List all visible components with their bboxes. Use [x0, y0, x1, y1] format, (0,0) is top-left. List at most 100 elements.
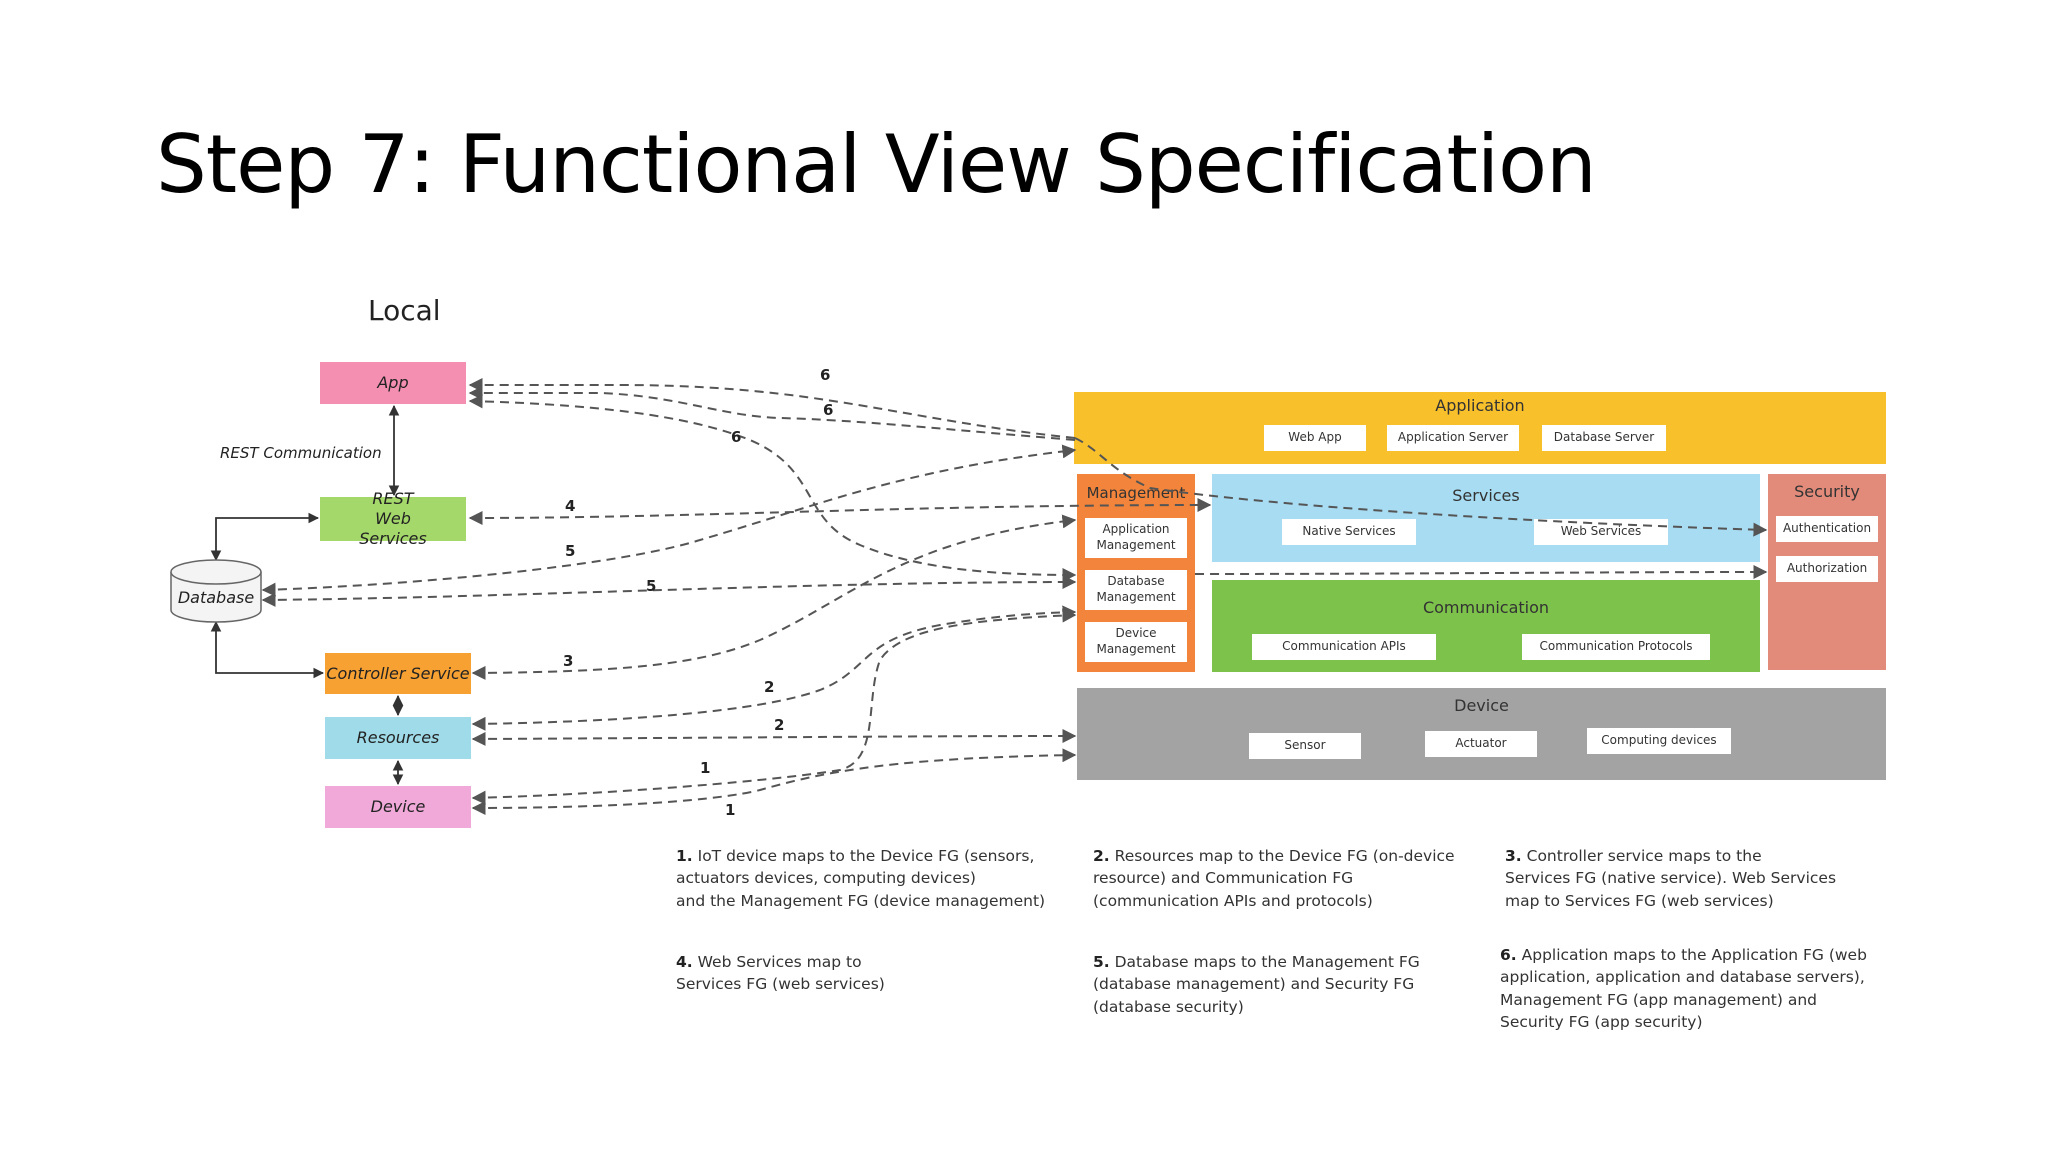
- database-management-label: Database Management: [1096, 574, 1176, 604]
- caption-6-line: Security FG (app security): [1500, 1013, 1703, 1032]
- communication-fg-title: Communication: [1422, 598, 1550, 617]
- native-services-label: Native Services: [1302, 524, 1396, 539]
- security-fg-title: Security: [1794, 482, 1860, 501]
- caption-3-number: 3.: [1505, 847, 1522, 865]
- application-server-label: Application Server: [1397, 430, 1509, 445]
- database-server-label: Database Server: [1553, 430, 1655, 445]
- slide-title: Step 7: Functional View Specification: [156, 118, 1597, 211]
- caption-6-line: application, application and database se…: [1500, 968, 1865, 987]
- application-server-box[interactable]: Application Server: [1387, 425, 1519, 451]
- authentication-box[interactable]: Authentication: [1776, 516, 1878, 542]
- caption-6-line: Application maps to the Application FG (…: [1521, 946, 1867, 964]
- number-2-lower: 2: [774, 716, 785, 734]
- caption-3-line: Controller service maps to the: [1526, 847, 1762, 865]
- caption-4: 4. Web Services map to Services FG (web …: [676, 951, 885, 996]
- web-services-fg-box[interactable]: Web Services: [1534, 519, 1668, 545]
- sensor-box[interactable]: Sensor: [1249, 733, 1361, 759]
- caption-4-line: Web Services map to: [697, 953, 862, 971]
- number-1-upper: 1: [700, 759, 711, 777]
- caption-6: 6. Application maps to the Application F…: [1500, 944, 1867, 1034]
- application-management-box[interactable]: Application Management: [1085, 518, 1187, 558]
- caption-4-number: 4.: [676, 953, 693, 971]
- caption-5-number: 5.: [1093, 953, 1110, 971]
- device-management-label: Device Management: [1096, 626, 1176, 656]
- services-fg: Services Native Services Web Services: [1212, 474, 1760, 562]
- computing-devices-box[interactable]: Computing devices: [1587, 728, 1731, 754]
- caption-2: 2. Resources map to the Device FG (on-de…: [1093, 845, 1455, 912]
- controller-service-box[interactable]: Controller Service: [325, 653, 471, 694]
- caption-3-line: Services FG (native service). Web Servic…: [1505, 869, 1837, 888]
- caption-5-line: (database security): [1093, 997, 1244, 1016]
- wire-6b: [468, 386, 1076, 441]
- wire-2b: [471, 729, 1077, 746]
- application-fg-title: Application: [1435, 396, 1525, 415]
- database-label: Database: [177, 588, 255, 607]
- db-rest-link: [210, 512, 320, 562]
- number-4: 4: [565, 497, 576, 515]
- caption-1-line: IoT device maps to the Device FG (sensor…: [697, 847, 1035, 865]
- wire-3: [471, 514, 1077, 680]
- number-2-upper: 2: [764, 678, 775, 696]
- management-fg: Management Application Management Databa…: [1077, 474, 1195, 672]
- caption-6-number: 6.: [1500, 946, 1517, 964]
- computing-devices-label: Computing devices: [1601, 733, 1717, 748]
- device-fg: Device Sensor Actuator Computing devices: [1077, 688, 1886, 780]
- database-server-box[interactable]: Database Server: [1542, 425, 1666, 451]
- web-app-label: Web App: [1288, 430, 1342, 445]
- communication-fg: Communication Communication APIs Communi…: [1212, 580, 1760, 672]
- caption-1: 1. IoT device maps to the Device FG (sen…: [676, 845, 1045, 912]
- caption-1-line: actuators devices, computing devices): [676, 869, 976, 888]
- resources-box[interactable]: Resources: [325, 717, 471, 759]
- database-box[interactable]: Database: [171, 584, 261, 612]
- number-6-low: 6: [731, 428, 742, 446]
- device-local-label: Device: [370, 797, 426, 816]
- rest-communication-label: REST Communication: [220, 444, 382, 462]
- caption-5: 5. Database maps to the Management FG (d…: [1093, 951, 1420, 1018]
- rest-web-services-label: REST Web Services: [359, 489, 427, 548]
- application-fg: Application Web App Application Server D…: [1074, 392, 1886, 464]
- authorization-box[interactable]: Authorization: [1776, 556, 1878, 582]
- caption-3-line: map to Services FG (web services): [1505, 891, 1774, 910]
- actuator-box[interactable]: Actuator: [1425, 731, 1537, 757]
- authentication-label: Authentication: [1782, 521, 1872, 536]
- wire-1a: [471, 608, 1077, 805]
- device-management-box[interactable]: Device Management: [1085, 622, 1187, 662]
- caption-4-line: Services FG (web services): [676, 975, 885, 994]
- number-5-lower: 5: [646, 577, 657, 595]
- number-5-upper: 5: [565, 542, 576, 560]
- caption-2-line: (communication APIs and protocols): [1093, 891, 1373, 910]
- database-management-box[interactable]: Database Management: [1085, 570, 1187, 610]
- rest-web-services-box[interactable]: REST Web Services: [320, 489, 466, 548]
- number-3: 3: [563, 652, 574, 670]
- caption-3: 3. Controller service maps to the Servic…: [1505, 845, 1836, 912]
- native-services-box[interactable]: Native Services: [1282, 519, 1416, 545]
- sensor-label: Sensor: [1284, 738, 1326, 753]
- wire-6c: [468, 394, 1077, 582]
- wire-6a: [468, 378, 1076, 439]
- security-fg: Security Authentication Authorization: [1768, 474, 1886, 670]
- device-local-box[interactable]: Device: [325, 786, 471, 828]
- resources-label: Resources: [356, 728, 440, 747]
- number-1-lower: 1: [725, 801, 736, 819]
- web-app-box[interactable]: Web App: [1264, 425, 1366, 451]
- application-management-label: Application Management: [1096, 522, 1176, 552]
- wire-1b: [471, 748, 1077, 815]
- actuator-label: Actuator: [1455, 736, 1507, 751]
- device-fg-title: Device: [1454, 696, 1509, 715]
- app-box[interactable]: App: [320, 362, 466, 404]
- controller-service-label: Controller Service: [326, 663, 470, 683]
- caption-2-line: resource) and Communication FG: [1093, 869, 1354, 888]
- communication-apis-box[interactable]: Communication APIs: [1252, 634, 1436, 660]
- caption-2-number: 2.: [1093, 847, 1110, 865]
- communication-protocols-label: Communication Protocols: [1539, 639, 1693, 654]
- communication-protocols-box[interactable]: Communication Protocols: [1522, 634, 1710, 660]
- management-fg-title: Management: [1086, 484, 1186, 502]
- services-fg-title: Services: [1452, 486, 1520, 505]
- number-6-top: 6: [820, 366, 831, 384]
- web-services-fg-label: Web Services: [1560, 524, 1642, 539]
- wire-5b: [261, 575, 1077, 607]
- authorization-label: Authorization: [1786, 561, 1868, 576]
- caption-5-line: (database management) and Security FG: [1093, 975, 1415, 994]
- caption-2-line: Resources map to the Device FG (on-devic…: [1114, 847, 1455, 865]
- number-6-mid: 6: [823, 401, 834, 419]
